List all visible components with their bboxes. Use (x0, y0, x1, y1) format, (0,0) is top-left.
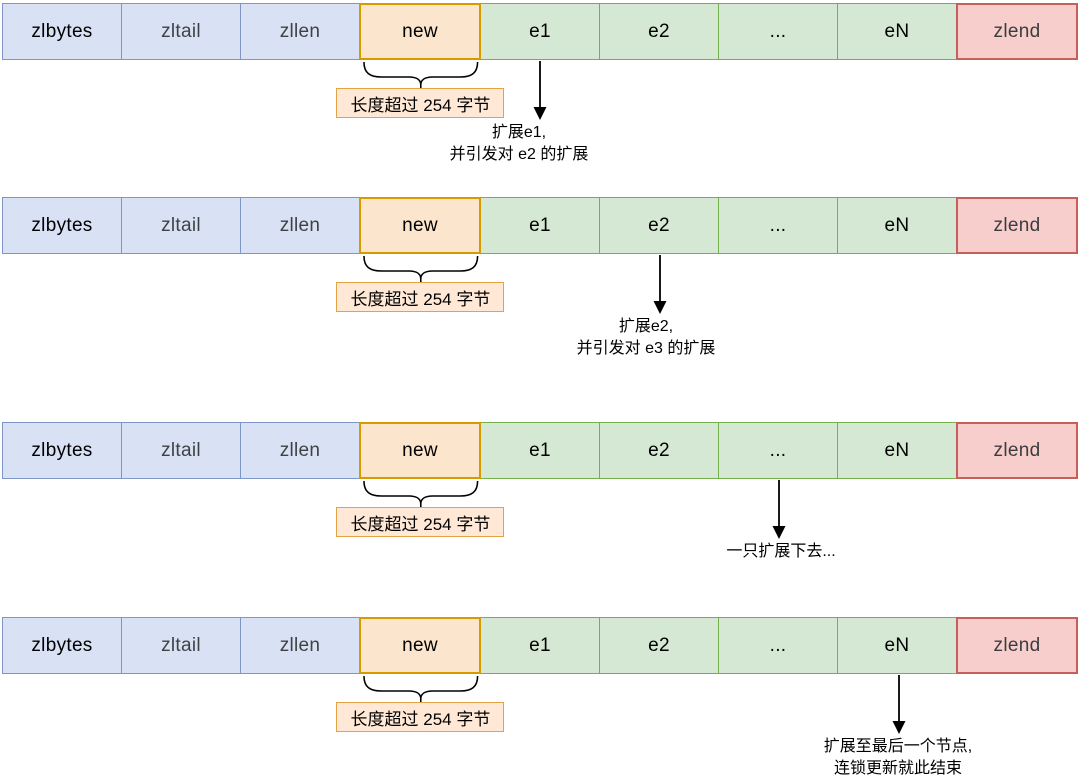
cell-eN: eN (837, 422, 957, 479)
brace-label: 长度超过 254 字节 (336, 507, 505, 537)
cell-zllen: zllen (240, 3, 360, 60)
brace-label: 长度超过 254 字节 (336, 282, 505, 312)
down-arrow-icon (653, 255, 667, 314)
annotation-line: 扩展e1, (491, 124, 547, 141)
cell-zlbytes: zlbytes (2, 617, 122, 674)
cell-eN: eN (837, 3, 957, 60)
down-arrow-icon (892, 675, 906, 734)
cell-e1: e1 (480, 617, 600, 674)
cell-zlbytes: zlbytes (2, 3, 122, 60)
brace-label: 长度超过 254 字节 (336, 702, 505, 732)
underbrace (362, 61, 479, 89)
cell-zllen: zllen (240, 197, 360, 254)
cell-e2: e2 (599, 422, 719, 479)
cell-zlbytes: zlbytes (2, 422, 122, 479)
underbrace (362, 255, 479, 283)
cell-ellipsis: ... (718, 617, 838, 674)
annotation-line: 一只扩展下去... (726, 543, 836, 560)
cell-ellipsis: ... (718, 3, 838, 60)
cell-e1: e1 (480, 422, 600, 479)
cell-zllen: zllen (240, 617, 360, 674)
cell-e1: e1 (480, 3, 600, 60)
annotation-text: 扩展e1, 并引发对 e2 的扩展 (359, 122, 679, 166)
cell-zltail: zltail (121, 422, 241, 479)
cell-e2: e2 (599, 617, 719, 674)
cell-eN: eN (837, 617, 957, 674)
annotation-line: 扩展e2, (618, 318, 674, 335)
annotation-line: 扩展至最后一个节点, (823, 738, 973, 755)
annotation-text: 扩展至最后一个节点, 连锁更新就此结束 (738, 736, 1058, 780)
cell-zlend: zlend (956, 422, 1078, 479)
down-arrow-icon (533, 61, 547, 120)
cell-e2: e2 (599, 197, 719, 254)
cell-eN: eN (837, 197, 957, 254)
cell-ellipsis: ... (718, 422, 838, 479)
cell-new: new (359, 422, 481, 479)
cell-zltail: zltail (121, 3, 241, 60)
cell-zlbytes: zlbytes (2, 197, 122, 254)
annotation-line: 并引发对 e2 的扩展 (449, 146, 589, 163)
cell-e2: e2 (599, 3, 719, 60)
annotation-text: 扩展e2, 并引发对 e3 的扩展 (486, 316, 806, 360)
cell-zltail: zltail (121, 617, 241, 674)
cell-zlend: zlend (956, 3, 1078, 60)
cell-new: new (359, 617, 481, 674)
down-arrow-icon (772, 480, 786, 539)
cell-e1: e1 (480, 197, 600, 254)
cell-zlend: zlend (956, 617, 1078, 674)
underbrace (362, 675, 479, 703)
annotation-line: 并引发对 e3 的扩展 (576, 340, 716, 357)
cell-zltail: zltail (121, 197, 241, 254)
annotation-text: 一只扩展下去... (621, 541, 941, 563)
cell-zlend: zlend (956, 197, 1078, 254)
brace-label: 长度超过 254 字节 (336, 88, 505, 118)
cell-ellipsis: ... (718, 197, 838, 254)
cell-new: new (359, 3, 481, 60)
annotation-line: 连锁更新就此结束 (833, 760, 962, 777)
cell-zllen: zllen (240, 422, 360, 479)
underbrace (362, 480, 479, 508)
cell-new: new (359, 197, 481, 254)
